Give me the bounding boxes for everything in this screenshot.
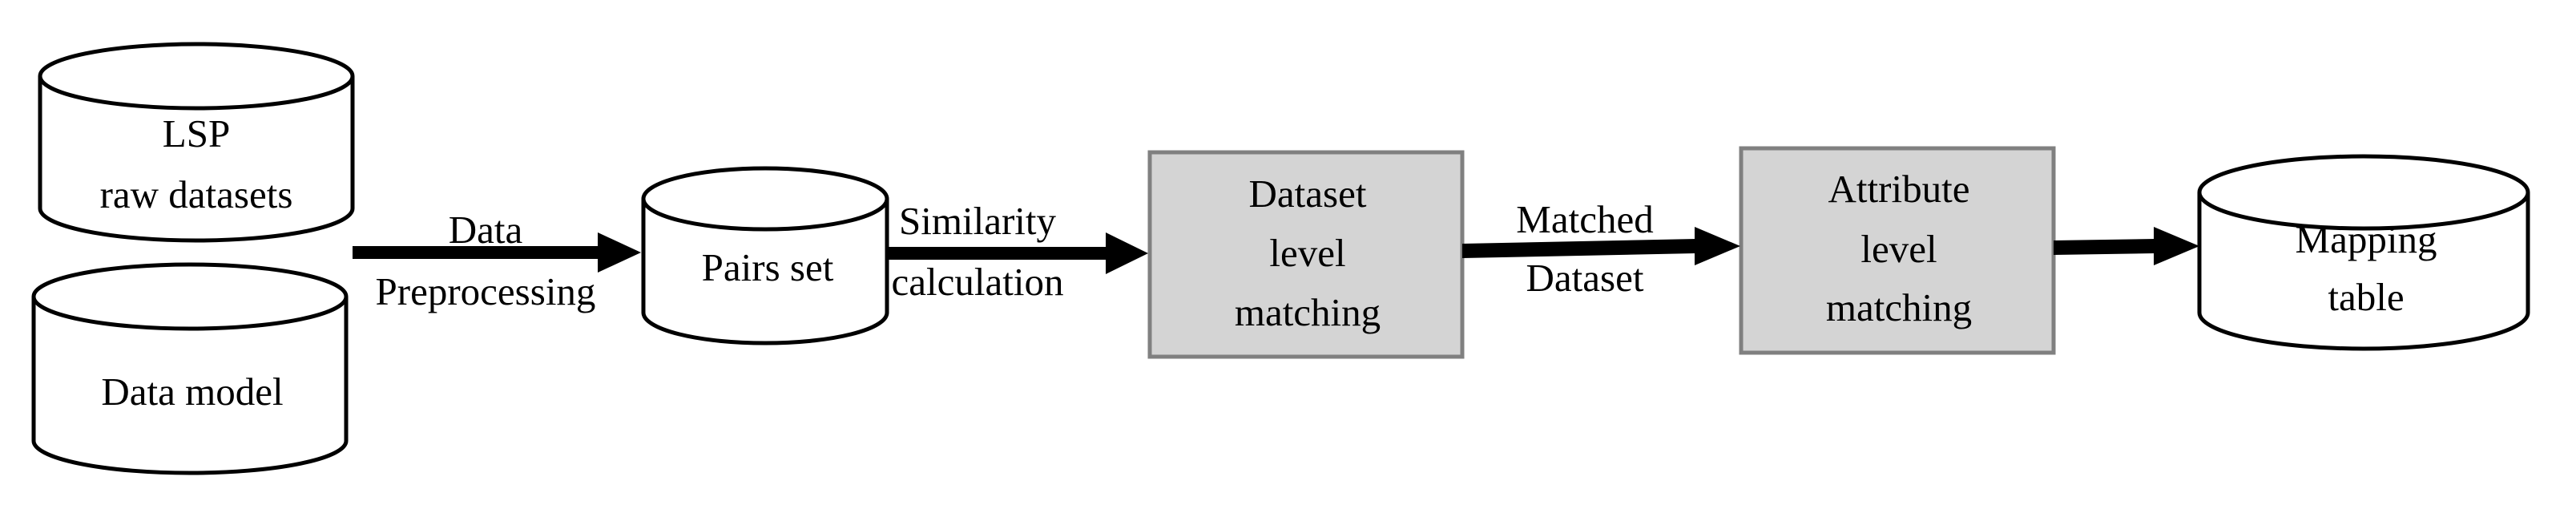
arrow-similarity-calculation — [887, 232, 1148, 274]
edge-label-calculation: calculation — [892, 260, 1064, 304]
box-attribute-level-matching-line-3: matching — [1826, 285, 1972, 329]
box-attribute-level-matching: Attribute level matching — [1739, 146, 2056, 355]
box-attribute-level-matching-line-1: Attribute — [1828, 167, 1970, 211]
cylinder-pairs-set-label: Pairs set — [702, 245, 834, 289]
cylinder-mapping-table: Mapping table — [2197, 154, 2530, 351]
box-attribute-level-matching-line-2: level — [1860, 227, 1937, 271]
box-dataset-level-matching-line-3: matching — [1235, 290, 1381, 334]
cylinder-pairs-set: Pairs set — [641, 166, 889, 345]
cylinder-lsp-raw-datasets-line-2: raw datasets — [100, 172, 293, 216]
edge-label-dataset: Dataset — [1526, 256, 1644, 300]
arrow-data-preprocessing — [353, 232, 641, 273]
box-dataset-level-matching: Dataset level matching — [1147, 150, 1465, 359]
arrow-to-mapping-table — [2054, 227, 2199, 265]
edge-label-similarity: Similarity — [899, 199, 1057, 243]
cylinder-data-model: Data model — [31, 262, 349, 475]
cylinder-mapping-table-line-2: table — [2328, 275, 2404, 319]
cylinder-lsp-raw-datasets-line-1: LSP — [163, 111, 230, 156]
cylinder-mapping-table-line-1: Mapping — [2296, 217, 2437, 261]
edge-label-preprocessing: Preprocessing — [376, 269, 596, 313]
arrow-matched-dataset — [1462, 227, 1740, 265]
cylinder-lsp-raw-datasets: LSP raw datasets — [38, 42, 355, 243]
edge-label-data: Data — [449, 208, 523, 252]
box-dataset-level-matching-line-2: level — [1269, 231, 1345, 275]
cylinder-data-model-label: Data model — [101, 370, 283, 414]
edge-label-matched: Matched — [1516, 197, 1653, 241]
box-dataset-level-matching-line-1: Dataset — [1249, 172, 1367, 216]
